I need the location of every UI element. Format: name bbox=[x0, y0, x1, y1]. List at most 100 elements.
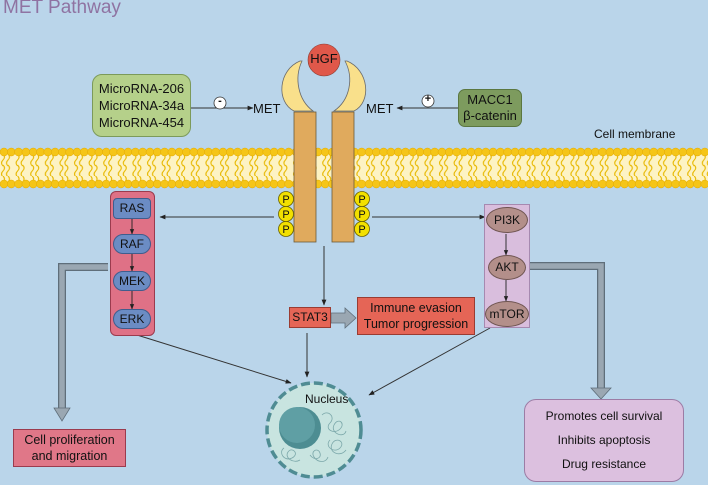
lipid-head bbox=[496, 147, 505, 157]
pi3k-outcome-arrow bbox=[529, 263, 604, 393]
lipid-head bbox=[591, 147, 600, 157]
lipid-head bbox=[160, 147, 169, 157]
cell-membrane-label: Cell membrane bbox=[594, 127, 676, 141]
lipid-head bbox=[116, 179, 126, 189]
nucleus bbox=[265, 381, 363, 479]
lipid-head bbox=[452, 179, 461, 189]
lipid-head bbox=[174, 179, 184, 189]
lipid-head bbox=[255, 179, 264, 189]
lipid-head bbox=[123, 147, 133, 157]
lipid-head bbox=[430, 179, 439, 189]
lipid-head bbox=[678, 179, 688, 189]
lipid-head bbox=[576, 147, 585, 157]
stat3-label: STAT3 bbox=[292, 310, 328, 324]
lipid-head bbox=[182, 179, 191, 189]
lipid-head bbox=[488, 179, 498, 189]
stat3-node: STAT3 bbox=[289, 307, 331, 328]
lipid-head bbox=[116, 147, 126, 157]
phosphate-label: P bbox=[358, 224, 365, 236]
lipid-head bbox=[72, 179, 82, 189]
lipid-head bbox=[80, 147, 89, 157]
lipid-head bbox=[561, 147, 571, 157]
lipid-head bbox=[612, 147, 622, 157]
lipid-head bbox=[510, 147, 520, 157]
pi3k-label: PI3K bbox=[493, 212, 520, 227]
hgf-label: HGF bbox=[310, 51, 338, 66]
inhibits-apoptosis-label: Inhibits apoptosis bbox=[557, 432, 651, 447]
lipid-head bbox=[211, 179, 220, 189]
lipid-head bbox=[284, 147, 293, 157]
macc1-label: MACC1 bbox=[467, 92, 513, 107]
lipid-head bbox=[685, 147, 695, 157]
met-target-left: MET bbox=[253, 101, 281, 116]
lipid-head bbox=[0, 179, 9, 189]
lipid-head bbox=[393, 147, 403, 157]
diagram-title: MET Pathway bbox=[3, 0, 121, 18]
lipid-head bbox=[423, 179, 432, 189]
lipid-head bbox=[693, 179, 702, 189]
lipid-head bbox=[101, 147, 111, 157]
lipid-head bbox=[189, 179, 199, 189]
lipid-head bbox=[554, 147, 564, 157]
lipid-head bbox=[445, 147, 454, 157]
lipid-head bbox=[627, 147, 637, 157]
lipid-head bbox=[145, 179, 155, 189]
lipid-head bbox=[226, 179, 235, 189]
lipid-head bbox=[65, 179, 74, 189]
lipid-head bbox=[379, 179, 388, 189]
lipid-head bbox=[591, 179, 600, 189]
lipid-head bbox=[109, 147, 118, 157]
lipid-head bbox=[58, 179, 67, 189]
erk-node: ERK bbox=[113, 309, 151, 329]
microrna-regulator-box: MicroRNA-206 MicroRNA-34a MicroRNA-454 bbox=[92, 74, 191, 137]
lipid-head bbox=[72, 147, 82, 157]
chromatin bbox=[281, 412, 347, 462]
lipid-head bbox=[656, 179, 666, 189]
lipid-head bbox=[211, 147, 220, 157]
lipid-head bbox=[21, 179, 31, 189]
lipid-head bbox=[36, 179, 45, 189]
phosphate-label: P bbox=[358, 209, 365, 221]
lipid-head bbox=[153, 179, 162, 189]
lipid-head bbox=[43, 179, 53, 189]
lipid-head bbox=[153, 147, 162, 157]
lipid-head bbox=[561, 179, 571, 189]
lipid-head bbox=[145, 147, 155, 157]
lipid-head bbox=[364, 147, 374, 157]
lipid-head bbox=[671, 147, 680, 157]
lipid-head bbox=[247, 179, 257, 189]
lipid-head bbox=[196, 179, 206, 189]
lipid-head bbox=[408, 147, 418, 157]
lipid-head bbox=[50, 147, 60, 157]
lipid-head bbox=[357, 147, 366, 157]
lipid-head bbox=[189, 147, 199, 157]
erk-label: ERK bbox=[119, 311, 145, 326]
lipid-head bbox=[240, 179, 250, 189]
receptor-chain-right bbox=[331, 111, 355, 243]
lipid-head bbox=[539, 179, 549, 189]
lipid-head bbox=[94, 179, 104, 189]
phosphate-label: P bbox=[282, 224, 289, 236]
lipid-head bbox=[233, 147, 242, 157]
lipid-head bbox=[386, 179, 396, 189]
lipid-head bbox=[204, 147, 213, 157]
lipid-head bbox=[583, 147, 593, 157]
lipid-head bbox=[634, 147, 644, 157]
lipid-head bbox=[14, 147, 23, 157]
lipid-head bbox=[700, 147, 708, 157]
lipid-head bbox=[700, 179, 708, 189]
hgf-ligand bbox=[307, 43, 341, 77]
lipid-head bbox=[262, 147, 272, 157]
lipid-head bbox=[28, 179, 38, 189]
lipid-head bbox=[240, 147, 250, 157]
lipid-head bbox=[372, 179, 381, 189]
lipid-head bbox=[386, 147, 396, 157]
nucleolus-highlight bbox=[279, 407, 315, 443]
pi3k-outcome-arrowhead bbox=[590, 387, 612, 400]
lipid-head bbox=[466, 179, 476, 189]
lipid-head bbox=[401, 179, 410, 189]
lipid-head bbox=[320, 179, 330, 189]
lipid-head bbox=[123, 179, 133, 189]
